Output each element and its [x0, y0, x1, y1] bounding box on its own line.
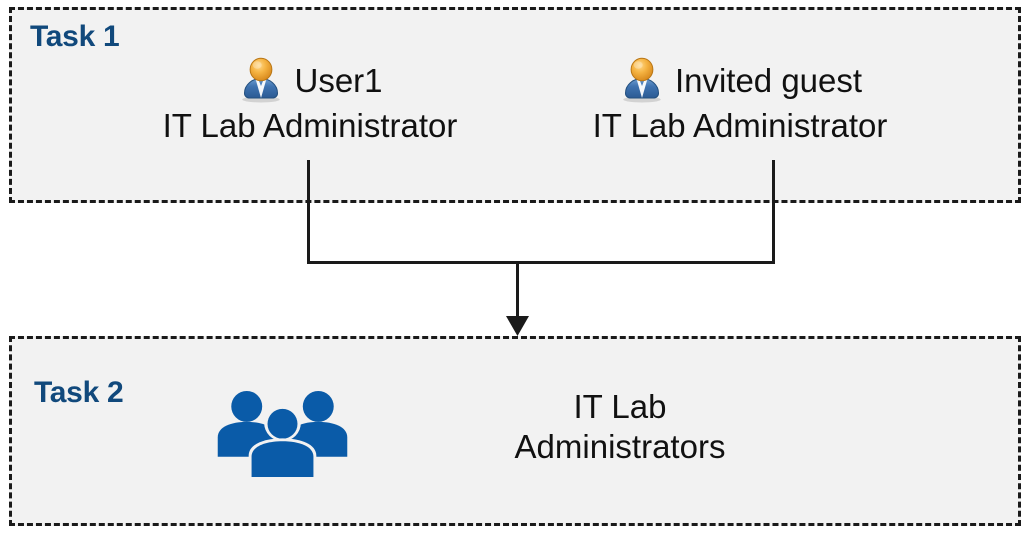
person-name-invited-guest: Invited guest	[674, 61, 863, 99]
user-group-icon-wrapper	[210, 385, 355, 482]
single-user-icon	[623, 57, 661, 103]
group-name-label: IT Lab Administrators	[400, 387, 840, 468]
person-name-row-user1: User1	[120, 52, 500, 108]
person-name-row-invited-guest: Invited guest	[530, 52, 950, 108]
single-user-icon	[242, 57, 281, 103]
person-role-user1: IT Lab Administrator	[162, 107, 458, 144]
task-2-container	[9, 336, 1021, 526]
person-entry-user1: User1 IT Lab Administrator	[120, 52, 500, 142]
person-role-invited-guest: IT Lab Administrator	[592, 107, 888, 144]
person-entry-invited-guest: Invited guest IT Lab Administrator	[530, 52, 950, 142]
group-name-line-1: IT Lab	[573, 388, 667, 425]
person-name-user1: User1	[294, 61, 383, 99]
task-1-label: Task 1	[30, 20, 120, 53]
user-group-icon	[217, 390, 348, 479]
group-name-line-2: Administrators	[514, 428, 726, 466]
task-2-label: Task 2	[34, 376, 124, 409]
task-1-container	[9, 7, 1021, 203]
